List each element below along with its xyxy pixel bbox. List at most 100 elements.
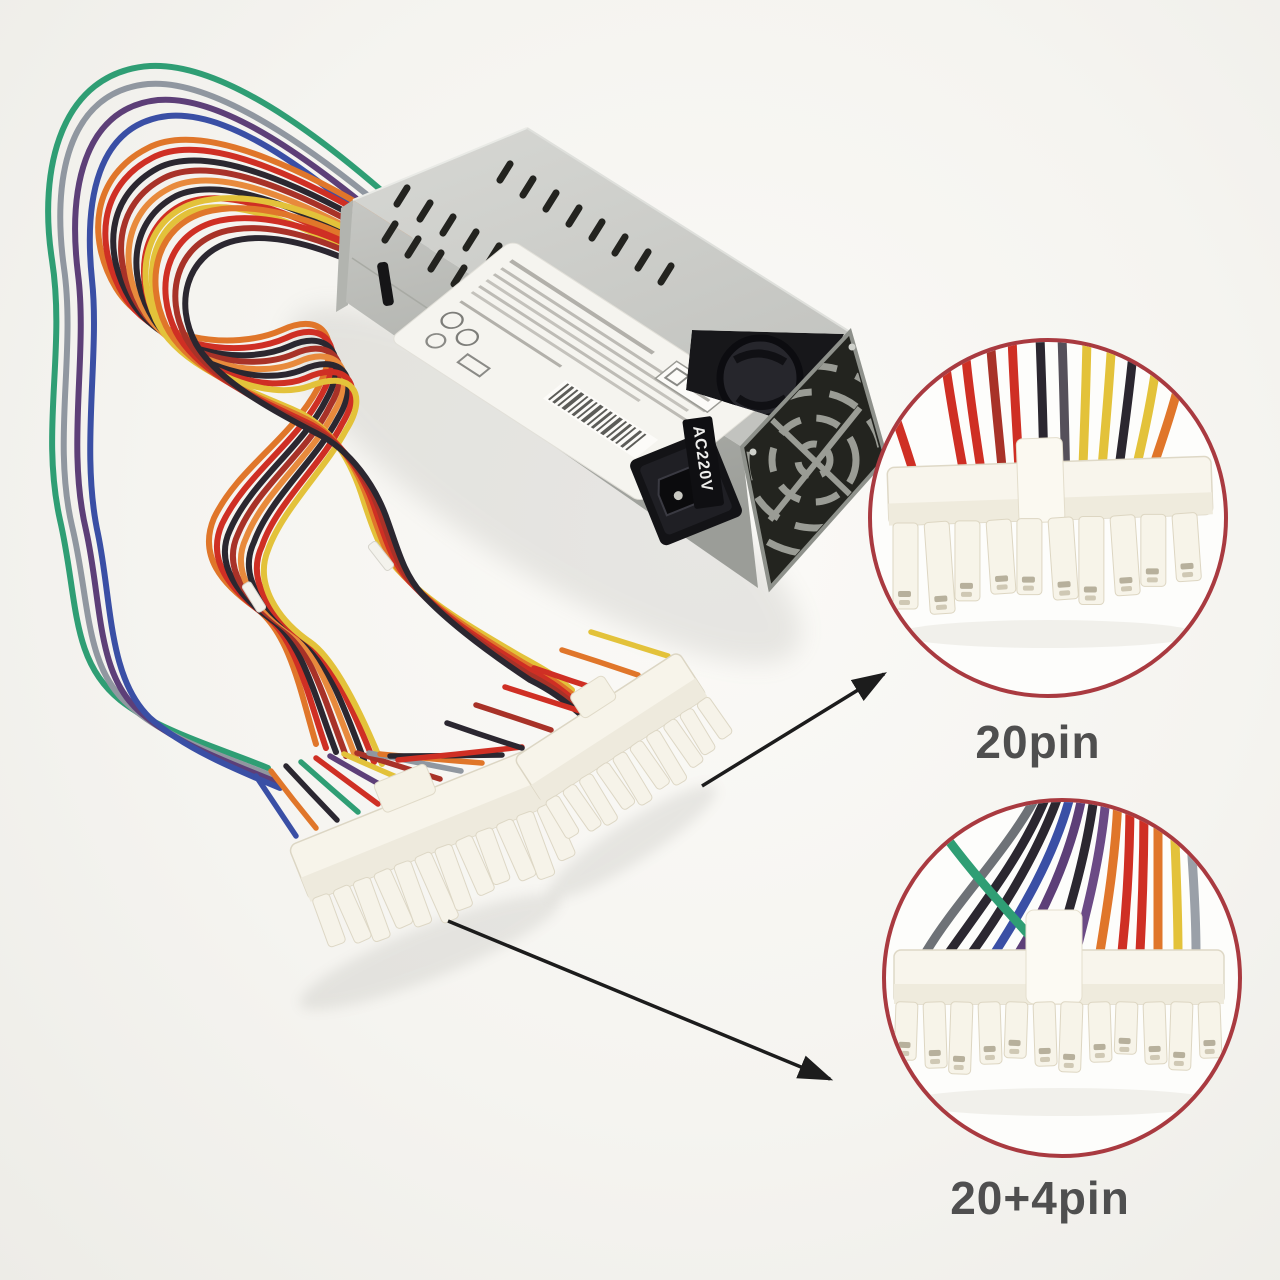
shadows (289, 306, 801, 1010)
pin-tower (646, 729, 687, 786)
wire-black (966, 802, 1061, 959)
wire-red (1117, 802, 1135, 957)
pin-tower (1171, 512, 1202, 583)
label-warning-glyph (663, 367, 691, 387)
connector-housing-band (300, 778, 556, 902)
wire-blue (86, 112, 425, 791)
cable-tie (241, 581, 267, 613)
connector-pins (312, 802, 576, 948)
label-20-4pin: 20+4pin (950, 1172, 1130, 1224)
wire-red (395, 744, 525, 763)
cable-tie (367, 541, 395, 571)
wire-black (444, 720, 525, 751)
pin-tower (1140, 513, 1167, 587)
grille-ring (768, 414, 860, 506)
pin-tower (373, 868, 414, 929)
wire-black (182, 235, 583, 717)
label-line (485, 279, 690, 412)
atx-20-4pin-connector (289, 749, 576, 948)
connector-latch (1025, 909, 1083, 1005)
pin-tower (679, 708, 716, 756)
wire-green (298, 759, 361, 815)
atx-20pin-connector (515, 653, 733, 839)
cert-mark-icon (455, 328, 480, 346)
connector-pins (545, 696, 733, 839)
pin-tower (923, 520, 956, 615)
grille-screw (749, 448, 757, 456)
pin-tower (516, 811, 556, 880)
pin-tower (333, 884, 372, 944)
label-20pin: 20pin (975, 716, 1101, 768)
inset-circle-20pin (868, 338, 1228, 698)
wire-blue (989, 802, 1074, 959)
psu-edge-highlight (526, 127, 851, 333)
pin-tower (1168, 1001, 1194, 1071)
psu-shadow (289, 306, 801, 664)
label-line (492, 273, 707, 413)
pin-tower (1003, 1001, 1029, 1059)
psu-unit: AC220V (336, 127, 889, 593)
pin-tower (1113, 1001, 1139, 1055)
pin-tower (629, 740, 670, 790)
arrow-to-20pin-inset (701, 672, 887, 788)
wire-yellow (588, 629, 671, 659)
label-line (470, 291, 641, 402)
callout-arrows (447, 672, 887, 1081)
pin-tower (892, 522, 919, 610)
pin-tower (393, 860, 433, 928)
pin-tower (1109, 514, 1141, 597)
connector-housing-band (531, 678, 708, 804)
pin-tower (612, 751, 653, 806)
wire-gray (1186, 837, 1201, 957)
connector20-shadow (547, 785, 717, 899)
cert-mark-icon (440, 311, 464, 329)
wire-dark-red (354, 750, 443, 782)
wire-orange (268, 768, 319, 831)
inset24-pins (893, 1001, 1223, 1075)
pin-tower (954, 520, 981, 602)
label-barcode (548, 383, 647, 451)
pin-tower (596, 762, 636, 810)
label-line (459, 300, 563, 368)
label-line (500, 267, 714, 407)
grille-ring (746, 388, 882, 532)
wire-dark-red (473, 702, 554, 733)
cable-ties (241, 541, 395, 613)
arrow-to-20-4pin-inset (447, 919, 834, 1081)
psu-edge-highlight (352, 127, 528, 201)
fan-blades (733, 349, 789, 410)
wire-red (502, 684, 583, 714)
pin-tower (1032, 1001, 1058, 1067)
pin-tower (579, 773, 618, 826)
inset-circle-20-4pin (882, 798, 1242, 1158)
ac-voltage-sticker: AC220V (682, 416, 724, 509)
wire-orange (559, 647, 641, 678)
wire-yellow (148, 204, 427, 767)
grille-ring (794, 440, 834, 480)
pin-tower (545, 795, 580, 839)
ac-inlet-pin (673, 491, 683, 501)
wire-black (283, 763, 340, 823)
wire-purple (72, 96, 428, 785)
grille-screw (848, 343, 856, 351)
pin-tower (434, 843, 473, 911)
pin-tower (985, 518, 1017, 595)
pin-tower (696, 696, 733, 740)
pin-tower (1087, 1001, 1113, 1063)
wire-fan-into-24pin (253, 744, 525, 839)
cert-mark-icon (456, 353, 492, 378)
inset24-shadow (907, 1088, 1217, 1116)
pin-tower (1197, 1001, 1223, 1059)
grille-spokes (763, 406, 865, 522)
pin-tower (1078, 516, 1105, 606)
pin-tower (1047, 516, 1079, 601)
pin-tower (455, 835, 495, 896)
inset20-connector (886, 437, 1214, 615)
wire-black (943, 802, 1049, 959)
wire-red (313, 755, 381, 807)
label-line (509, 259, 655, 355)
label-line (478, 285, 689, 423)
pin-tower (922, 1001, 948, 1069)
